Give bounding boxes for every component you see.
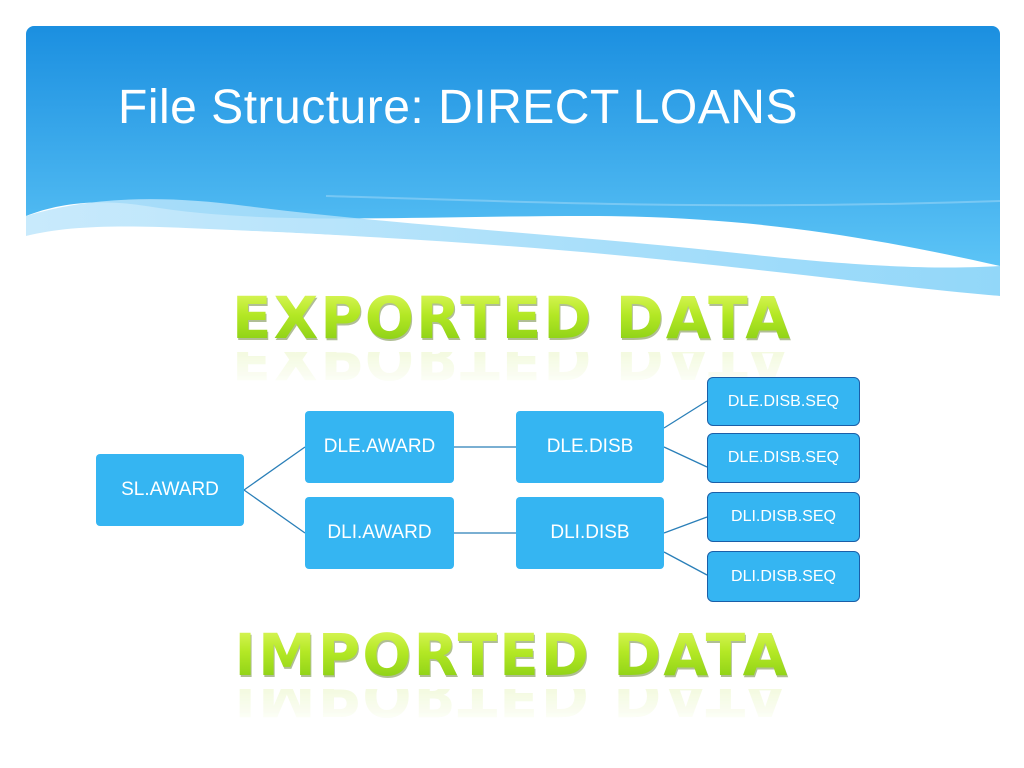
- leaf-dle-disb-seq-1: DLE.DISB.SEQ: [707, 377, 860, 426]
- leaf-dli-disb-seq-2: DLI.DISB.SEQ: [707, 551, 860, 602]
- connector-root-dle: [243, 446, 306, 491]
- slide-title: File Structure: DIRECT LOANS: [118, 81, 798, 134]
- node-dle-disb: DLE.DISB: [516, 411, 664, 483]
- connector-dle-seq-1: [663, 400, 708, 429]
- connector-dli-seq-2: [663, 551, 708, 576]
- node-dli-disb: DLI.DISB: [516, 497, 664, 569]
- leaf-dle-disb-seq-2: DLE.DISB.SEQ: [707, 433, 860, 483]
- node-dli-award: DLI.AWARD: [305, 497, 454, 569]
- connector-dli-seq-1: [663, 516, 708, 534]
- connector-root-dli: [243, 489, 306, 534]
- title-header: [26, 26, 1000, 296]
- exported-data-label: EXPORTED DATA: [0, 284, 1024, 352]
- imported-data-reflection: IMPORTED DATA: [234, 689, 790, 729]
- leaf-dli-disb-seq-1: DLI.DISB.SEQ: [707, 492, 860, 542]
- node-dle-award: DLE.AWARD: [305, 411, 454, 483]
- imported-data-label: IMPORTED DATA: [0, 621, 1024, 689]
- exported-data-reflection: EXPORTED DATA: [231, 352, 793, 392]
- connector-dle-seq-2: [663, 446, 708, 468]
- node-sl-award: SL.AWARD: [96, 454, 244, 526]
- header-background: [26, 26, 1000, 296]
